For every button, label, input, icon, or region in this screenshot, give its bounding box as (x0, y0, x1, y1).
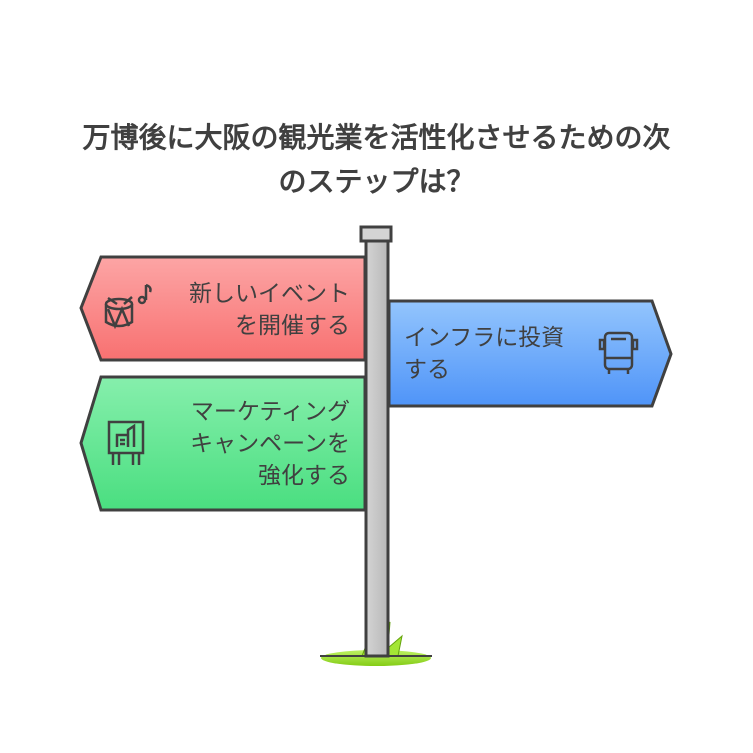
label-line: キャンペーンを (190, 431, 350, 457)
signpost-cap (359, 225, 393, 243)
diagram-title: 万博後に大阪の観光業を活性化させるための次 のステップは？ (0, 116, 753, 204)
sign-new-events-label: 新しいイベント を開催する (160, 278, 350, 342)
sign-infrastructure-label: インフラに投資 する (404, 322, 594, 386)
bus-icon (598, 331, 639, 374)
billboard-icon (107, 420, 145, 465)
title-line-2: のステップは？ (278, 165, 475, 198)
drum-music-icon (104, 283, 152, 330)
label-line: 強化する (258, 463, 350, 489)
sign-infrastructure[interactable] (387, 299, 673, 408)
sign-new-events[interactable] (79, 255, 367, 362)
ground (321, 650, 431, 666)
signpost-pole (364, 238, 390, 658)
sign-marketing-label: マーケティング キャンペーンを 強化する (160, 396, 350, 492)
label-line: する (404, 357, 450, 383)
title-line-1: 万博後に大阪の観光業を活性化させるための次 (82, 121, 671, 154)
label-line: マーケティング (190, 399, 350, 425)
sign-marketing[interactable] (79, 375, 367, 512)
label-line: インフラに投資 (404, 325, 565, 351)
label-line: を開催する (235, 313, 350, 339)
label-line: 新しいイベント (189, 281, 350, 307)
